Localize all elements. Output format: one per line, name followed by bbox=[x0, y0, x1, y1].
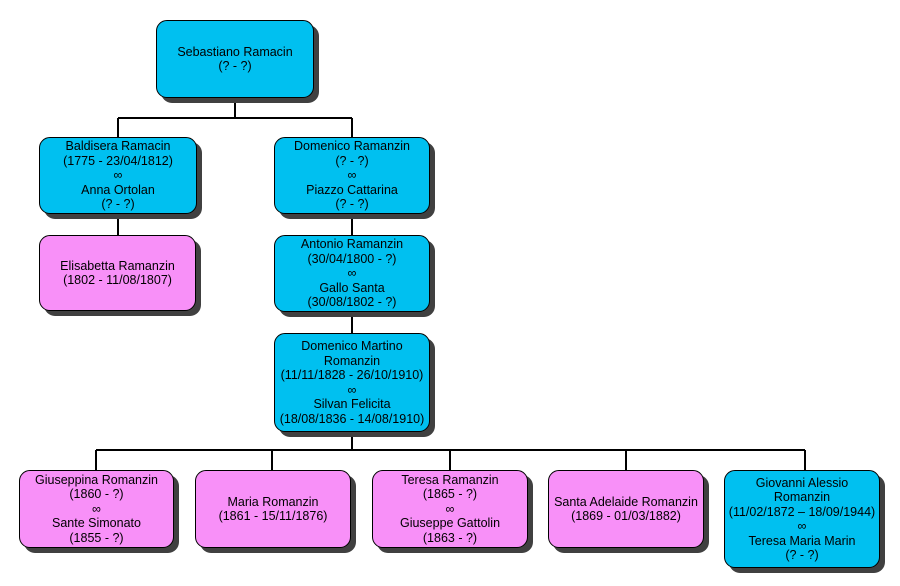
marriage-symbol: ∞ bbox=[797, 519, 807, 533]
marriage-symbol: ∞ bbox=[113, 168, 123, 183]
person-giovanni-alessio-romanzin[interactable]: Giovanni Alessio Romanzin (11/02/1872 – … bbox=[724, 470, 880, 568]
spouse-name: Teresa Maria Marin bbox=[748, 533, 856, 548]
spouse-name: Sante Simonato bbox=[52, 516, 141, 531]
person-sebastiano-ramacin[interactable]: Sebastiano Ramacin (? - ?) bbox=[156, 20, 314, 98]
person-antonio-ramanzin[interactable]: Antonio Ramanzin (30/04/1800 - ?) ∞ Gall… bbox=[274, 235, 430, 312]
spouse-name: Piazzo Cattarina bbox=[306, 182, 398, 197]
person-elisabetta-ramanzin[interactable]: Elisabetta Ramanzin (1802 - 11/08/1807) bbox=[39, 235, 196, 311]
person-name: Giovanni Alessio bbox=[755, 475, 849, 490]
person-name-cont: Romanzin bbox=[773, 490, 831, 504]
spouse-dates: (? - ?) bbox=[785, 548, 819, 562]
spouse-dates: (1863 - ?) bbox=[422, 530, 478, 545]
person-dates: (1775 - 23/04/1812) bbox=[63, 153, 173, 168]
marriage-symbol: ∞ bbox=[347, 168, 357, 183]
spouse-name: Anna Ortolan bbox=[81, 182, 155, 197]
person-giuseppina-romanzin[interactable]: Giuseppina Romanzin (1860 - ?) ∞ Sante S… bbox=[19, 470, 174, 548]
person-domenico-ramanzin[interactable]: Domenico Ramanzin (? - ?) ∞ Piazzo Catta… bbox=[274, 137, 430, 214]
person-dates: (? - ?) bbox=[218, 59, 252, 73]
person-domenico-martino-romanzin[interactable]: Domenico Martino Romanzin (11/11/1828 - … bbox=[274, 333, 430, 432]
person-maria-romanzin[interactable]: Maria Romanzin (1861 - 15/11/1876) bbox=[195, 470, 351, 548]
person-teresa-ramanzin[interactable]: Teresa Ramanzin (1865 - ?) ∞ Giuseppe Ga… bbox=[372, 470, 528, 548]
person-name: Teresa Ramanzin bbox=[401, 472, 499, 487]
person-dates: (1802 - 11/08/1807) bbox=[63, 273, 172, 287]
spouse-dates: (18/08/1836 - 14/08/1910) bbox=[279, 411, 425, 426]
person-dates: (30/04/1800 - ?) bbox=[307, 251, 397, 266]
person-name: Domenico Martino bbox=[301, 339, 403, 353]
person-name: Maria Romanzin bbox=[227, 494, 319, 509]
person-name: Sebastiano Ramacin bbox=[177, 44, 293, 59]
person-name: Domenico Ramanzin bbox=[293, 139, 411, 154]
person-name: Giuseppina Romanzin bbox=[35, 472, 158, 487]
person-baldisera-ramacin[interactable]: Baldisera Ramacin (1775 - 23/04/1812) ∞ … bbox=[39, 137, 197, 214]
person-dates: (? - ?) bbox=[335, 153, 369, 168]
person-dates: (1865 - ?) bbox=[422, 487, 478, 502]
spouse-name: Giuseppe Gattolin bbox=[399, 516, 501, 531]
spouse-dates: (? - ?) bbox=[101, 197, 135, 212]
person-name: Antonio Ramanzin bbox=[300, 237, 404, 252]
marriage-symbol: ∞ bbox=[347, 266, 357, 281]
spouse-name: Gallo Santa bbox=[319, 280, 385, 295]
person-dates: (1860 - ?) bbox=[69, 487, 124, 502]
spouse-dates: (30/08/1802 - ?) bbox=[307, 295, 397, 310]
marriage-symbol: ∞ bbox=[347, 382, 357, 397]
spouse-dates: (? - ?) bbox=[335, 197, 369, 212]
person-name: Santa Adelaide Romanzin bbox=[554, 494, 698, 509]
marriage-symbol: ∞ bbox=[445, 501, 455, 516]
marriage-symbol: ∞ bbox=[92, 501, 101, 516]
person-dates: (1869 - 01/03/1882) bbox=[571, 509, 681, 523]
spouse-name: Silvan Felicita bbox=[313, 397, 391, 411]
person-dates: (11/11/1828 - 26/10/1910) bbox=[280, 368, 424, 382]
person-name-cont: Romanzin bbox=[323, 353, 381, 368]
person-dates: (1861 - 15/11/1876) bbox=[218, 509, 328, 523]
person-name: Elisabetta Ramanzin bbox=[60, 258, 175, 273]
person-santa-adelaide-romanzin[interactable]: Santa Adelaide Romanzin (1869 - 01/03/18… bbox=[548, 470, 704, 548]
person-name: Baldisera Ramacin bbox=[65, 139, 171, 154]
person-dates: (11/02/1872 – 18/09/1944) bbox=[728, 504, 876, 519]
spouse-dates: (1855 - ?) bbox=[69, 530, 124, 545]
